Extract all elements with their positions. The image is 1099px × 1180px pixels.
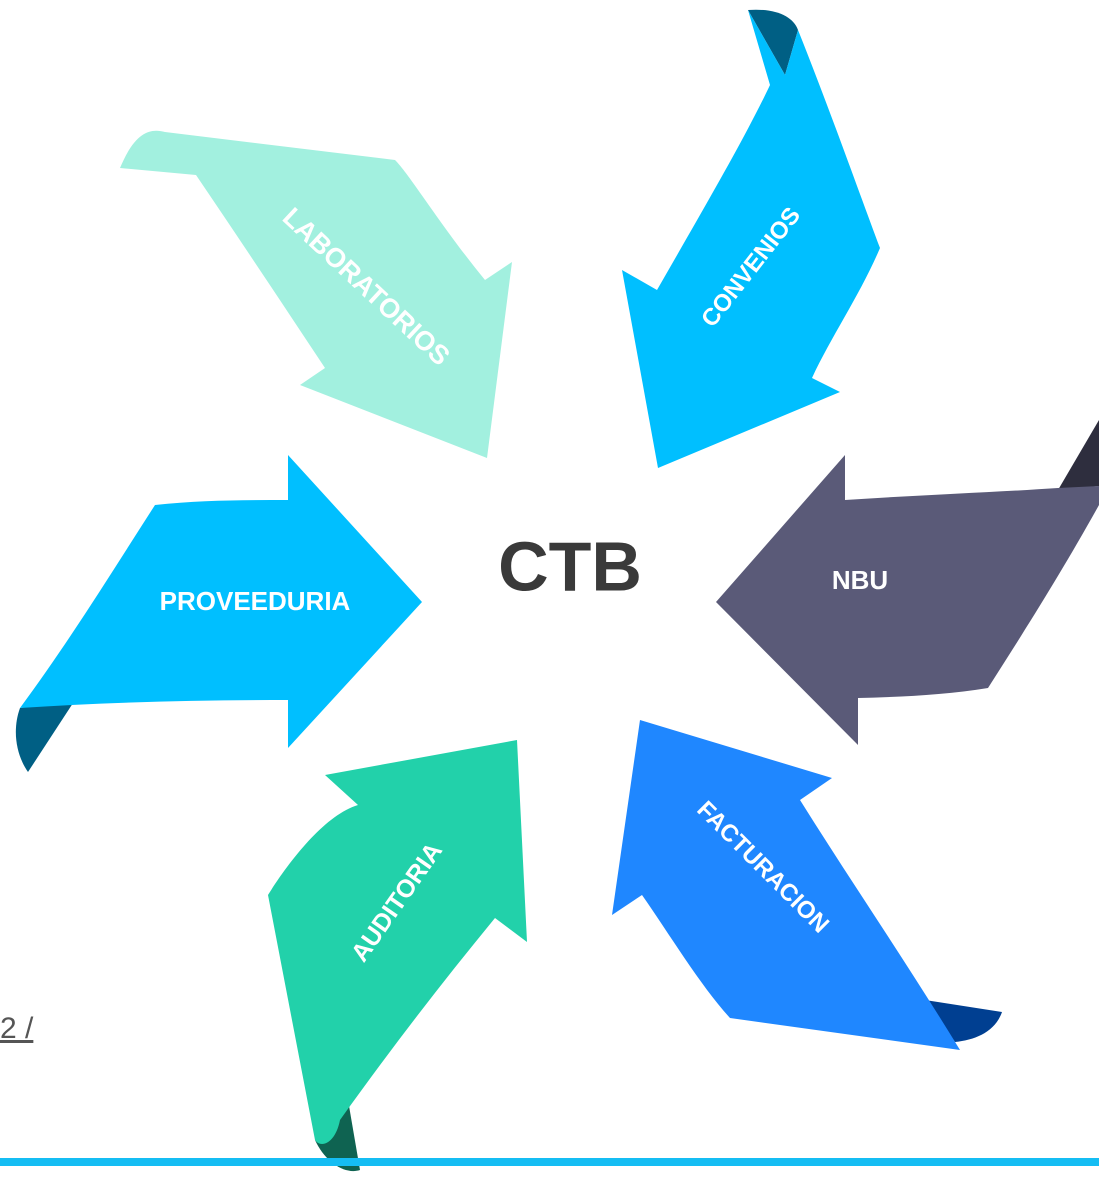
arrow-auditoria: AUDITORIA bbox=[268, 740, 527, 1172]
arrow-convenios-body bbox=[622, 10, 880, 468]
arrow-nbu: NBU bbox=[716, 420, 1099, 745]
arrow-auditoria-body bbox=[268, 740, 527, 1144]
arrow-nbu-label: NBU bbox=[832, 565, 888, 595]
page-number-fragment: 2 / bbox=[0, 1012, 34, 1045]
arrow-nbu-body bbox=[716, 455, 1099, 745]
arrow-proveeduria: PROVEEDURIA bbox=[15, 455, 422, 772]
arrow-auditoria-tail bbox=[315, 1100, 360, 1172]
arrow-facturacion-tail bbox=[925, 1000, 1002, 1042]
arrow-convenios-tail bbox=[748, 9, 798, 75]
arrow-facturacion-body bbox=[612, 720, 960, 1050]
bottom-accent-line bbox=[0, 1158, 1099, 1166]
arrow-nbu-tail bbox=[1058, 420, 1099, 490]
arrow-proveeduria-label: PROVEEDURIA bbox=[160, 586, 351, 616]
arrow-laboratorios-body bbox=[120, 130, 512, 458]
arrow-proveeduria-tail bbox=[15, 700, 75, 772]
arrow-laboratorios: LABORATORIOS bbox=[120, 130, 512, 458]
arrow-convenios: CONVENIOS bbox=[622, 9, 880, 468]
arrow-proveeduria-body bbox=[20, 455, 422, 748]
arrow-facturacion: FACTURACION bbox=[612, 720, 1002, 1050]
center-label: CTB bbox=[498, 527, 642, 605]
